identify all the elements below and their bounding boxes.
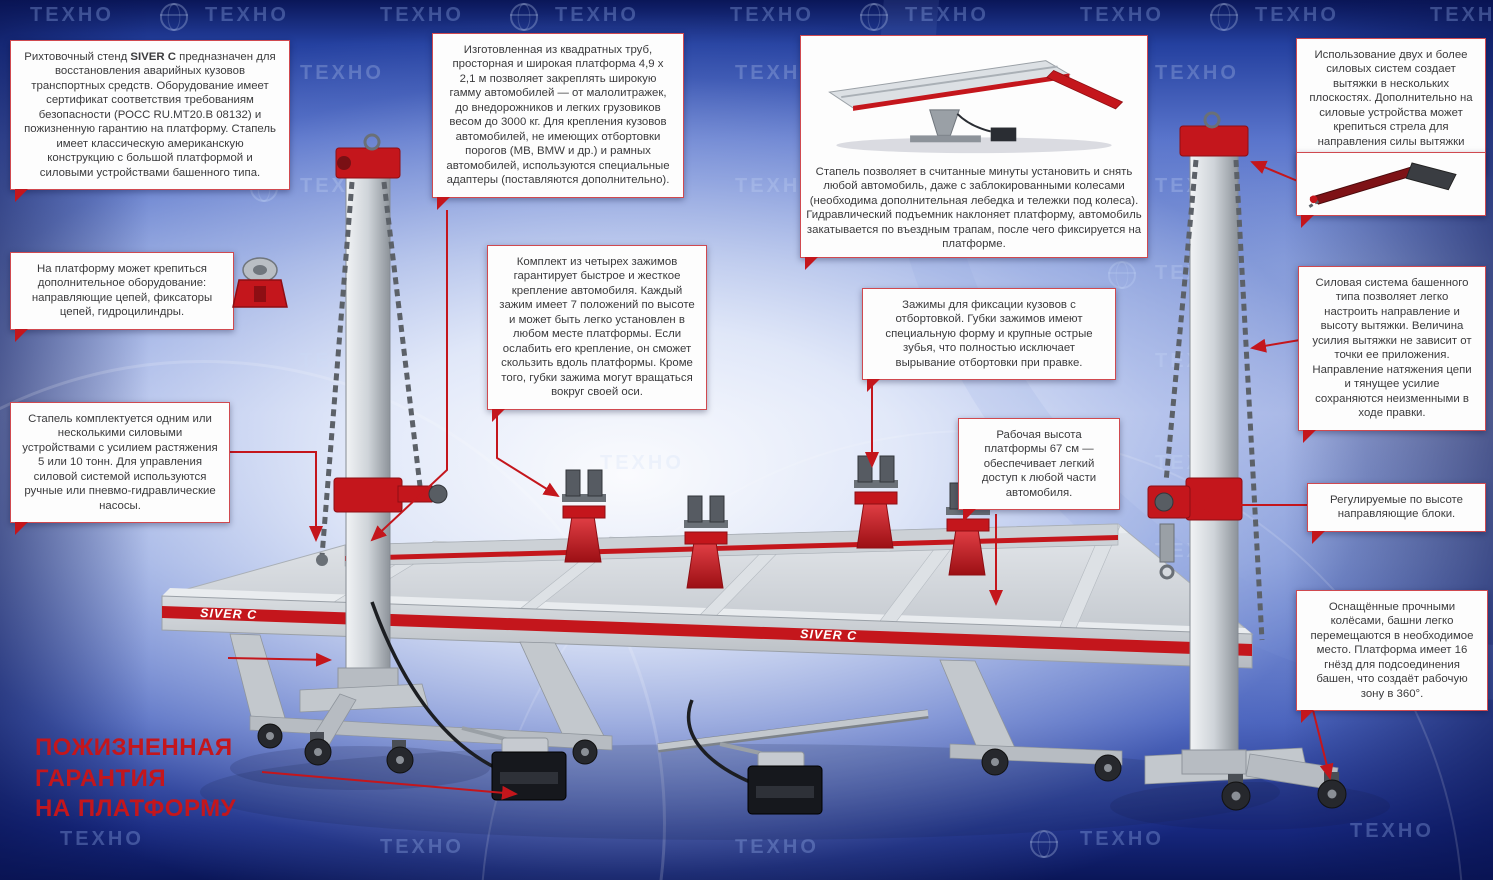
hydraulic-pump xyxy=(370,601,567,801)
callout-text: Регулируемые по высоте направляющие блок… xyxy=(1330,494,1463,521)
turnbuckle xyxy=(1159,523,1175,563)
chain-hook xyxy=(1159,564,1175,580)
left-tower xyxy=(299,133,448,774)
platform-loading-illustration xyxy=(828,60,1124,154)
watermark-text: ТЕХНО xyxy=(30,4,114,26)
callout-text: Оснащённые прочными колёсами, башни легк… xyxy=(1310,601,1474,700)
watermark-text: ТЕХНО xyxy=(300,62,384,84)
callout-attachments: На платформу может крепиться дополнитель… xyxy=(10,252,234,342)
tower-collar xyxy=(333,477,403,513)
watermark-text: ТЕХНО xyxy=(555,4,639,26)
callout-clamp-jaws: Зажимы для фиксации кузовов с отбортовко… xyxy=(862,288,1116,393)
watermark-text: ТЕХНО xyxy=(380,545,464,567)
clamp-stand xyxy=(684,495,728,589)
callout-loading: Стапель позволяет в считанные минуты уст… xyxy=(800,35,1148,270)
callout-text: Рабочая высота платформы 67 см — обеспеч… xyxy=(981,429,1097,499)
warranty-line: НА ПЛАТФОРМУ xyxy=(35,795,237,823)
platform-legs xyxy=(229,633,1123,782)
callout-intro: Рихтовочный стенд SIVER C предназначен д… xyxy=(10,40,290,203)
tower-caster xyxy=(1221,772,1347,811)
tower-collar xyxy=(1185,477,1243,521)
watermark-text: ТЕХНО xyxy=(1155,175,1239,197)
watermark-text: ТЕХНО xyxy=(380,4,464,26)
callout-text: Зажимы для фиксации кузовов с отбортовко… xyxy=(885,299,1093,369)
globe-icon xyxy=(1210,3,1238,31)
watermark-text: ТЕХНО xyxy=(600,452,684,474)
pull-boom-illustration-box xyxy=(1296,152,1486,228)
globe-icon xyxy=(860,3,888,31)
watermark-text: ТЕХНО xyxy=(300,175,384,197)
watermark-text: ТЕХНО xyxy=(60,828,144,850)
ground-shadow xyxy=(200,744,1390,840)
intro-text-rest: предназначен для восстановления аварийны… xyxy=(24,51,276,179)
globe-icon xyxy=(1030,830,1058,858)
rail-brand-label: SIVER C xyxy=(800,627,857,643)
warranty-headline: ПОЖИЗНЕННАЯ ГАРАНТИЯ НА ПЛАТФОРМУ xyxy=(35,733,236,825)
hydraulic-pump xyxy=(686,699,823,815)
watermark-text: ТЕХНО xyxy=(730,4,814,26)
callout-text: Силовая система башенного типа позволяет… xyxy=(1312,277,1472,420)
watermark-text: ТЕХНО xyxy=(380,836,464,858)
callout-text: Стапель комплектуется одним или нескольк… xyxy=(22,413,218,512)
watermark-text: ТЕХНО xyxy=(905,4,989,26)
rail-brand-label: SIVER C xyxy=(200,606,257,622)
tower-chain xyxy=(1233,159,1265,641)
tower-hook xyxy=(1203,111,1221,129)
globe-icon xyxy=(510,3,538,31)
brand-name: SIVER C xyxy=(130,51,176,63)
watermark-text: ТЕХНО xyxy=(300,350,384,372)
tower-caster xyxy=(304,732,414,774)
callout-platform: Изготовленная из квадратных труб, просто… xyxy=(432,33,684,210)
watermark-text: ТЕХНО xyxy=(1155,452,1239,474)
guide-pulley xyxy=(428,484,448,504)
chain-hook xyxy=(316,554,328,566)
tower-chain xyxy=(1163,159,1199,483)
guide-pulley xyxy=(1154,492,1174,512)
watermark-text: ТЕХНО xyxy=(1080,4,1164,26)
warranty-line: ПОЖИЗНЕННАЯ xyxy=(35,734,233,761)
globe-icon xyxy=(552,544,580,572)
watermark-text: ТЕХНО xyxy=(1350,820,1434,842)
watermark-text: ТЕХНО xyxy=(1155,350,1239,372)
watermark-text: ТЕХНО xyxy=(1155,540,1239,562)
callout-text: Стапель позволяет в считанные минуты уст… xyxy=(806,166,1142,251)
platform-deck: SIVER C SIVER C xyxy=(161,523,1254,669)
clamp-stand xyxy=(854,455,898,549)
watermark-text: ТЕХНО xyxy=(1080,828,1164,850)
globe-icon xyxy=(160,3,188,31)
watermark-text: ТЕХНО xyxy=(735,836,819,858)
callout-guide-blocks: Регулируемые по высоте направляющие блок… xyxy=(1307,483,1486,544)
tower-chain xyxy=(381,181,423,487)
callout-text: Комплект из четырех зажимов гарантирует … xyxy=(499,256,695,399)
connector-lines xyxy=(227,160,1334,800)
tower-hook xyxy=(363,133,381,151)
callout-text: Использование двух и более силовых систе… xyxy=(1309,49,1473,162)
pull-boom-illustration xyxy=(1308,162,1457,209)
callout-working-height: Рабочая высота платформы 67 см — обеспеч… xyxy=(958,418,1120,523)
intro-text-prefix: Рихтовочный стенд xyxy=(24,51,131,63)
watermark-text: ТЕХНО xyxy=(205,4,289,26)
callout-text: На платформу может крепиться дополнитель… xyxy=(31,263,213,319)
chain-guide-illustration xyxy=(232,257,288,308)
callout-clamps-set: Комплект из четырех зажимов гарантирует … xyxy=(487,245,707,422)
callout-multi-systems: Использование двух и более силовых систе… xyxy=(1296,38,1486,186)
callout-wheels: Оснащённые прочными колёсами, башни легк… xyxy=(1296,590,1488,724)
warranty-line: ГАРАНТИЯ xyxy=(35,764,167,792)
clamp-stand xyxy=(562,469,606,563)
watermark-text: ТЕХНО xyxy=(1155,262,1239,284)
tower-chain xyxy=(319,181,355,557)
watermark-text: ТЕХНО xyxy=(1255,4,1339,26)
globe-icon xyxy=(1108,261,1136,289)
callout-power-units: Стапель комплектуется одним или нескольк… xyxy=(10,402,230,536)
clamp-stands xyxy=(562,455,990,589)
watermark-text: ТЕХНО xyxy=(1155,62,1239,84)
callout-text: Изготовленная из квадратных труб, просто… xyxy=(446,44,670,187)
callout-tower-system: Силовая система башенного типа позволяет… xyxy=(1298,266,1486,443)
watermark-text: ТЕХНО xyxy=(1430,4,1493,26)
